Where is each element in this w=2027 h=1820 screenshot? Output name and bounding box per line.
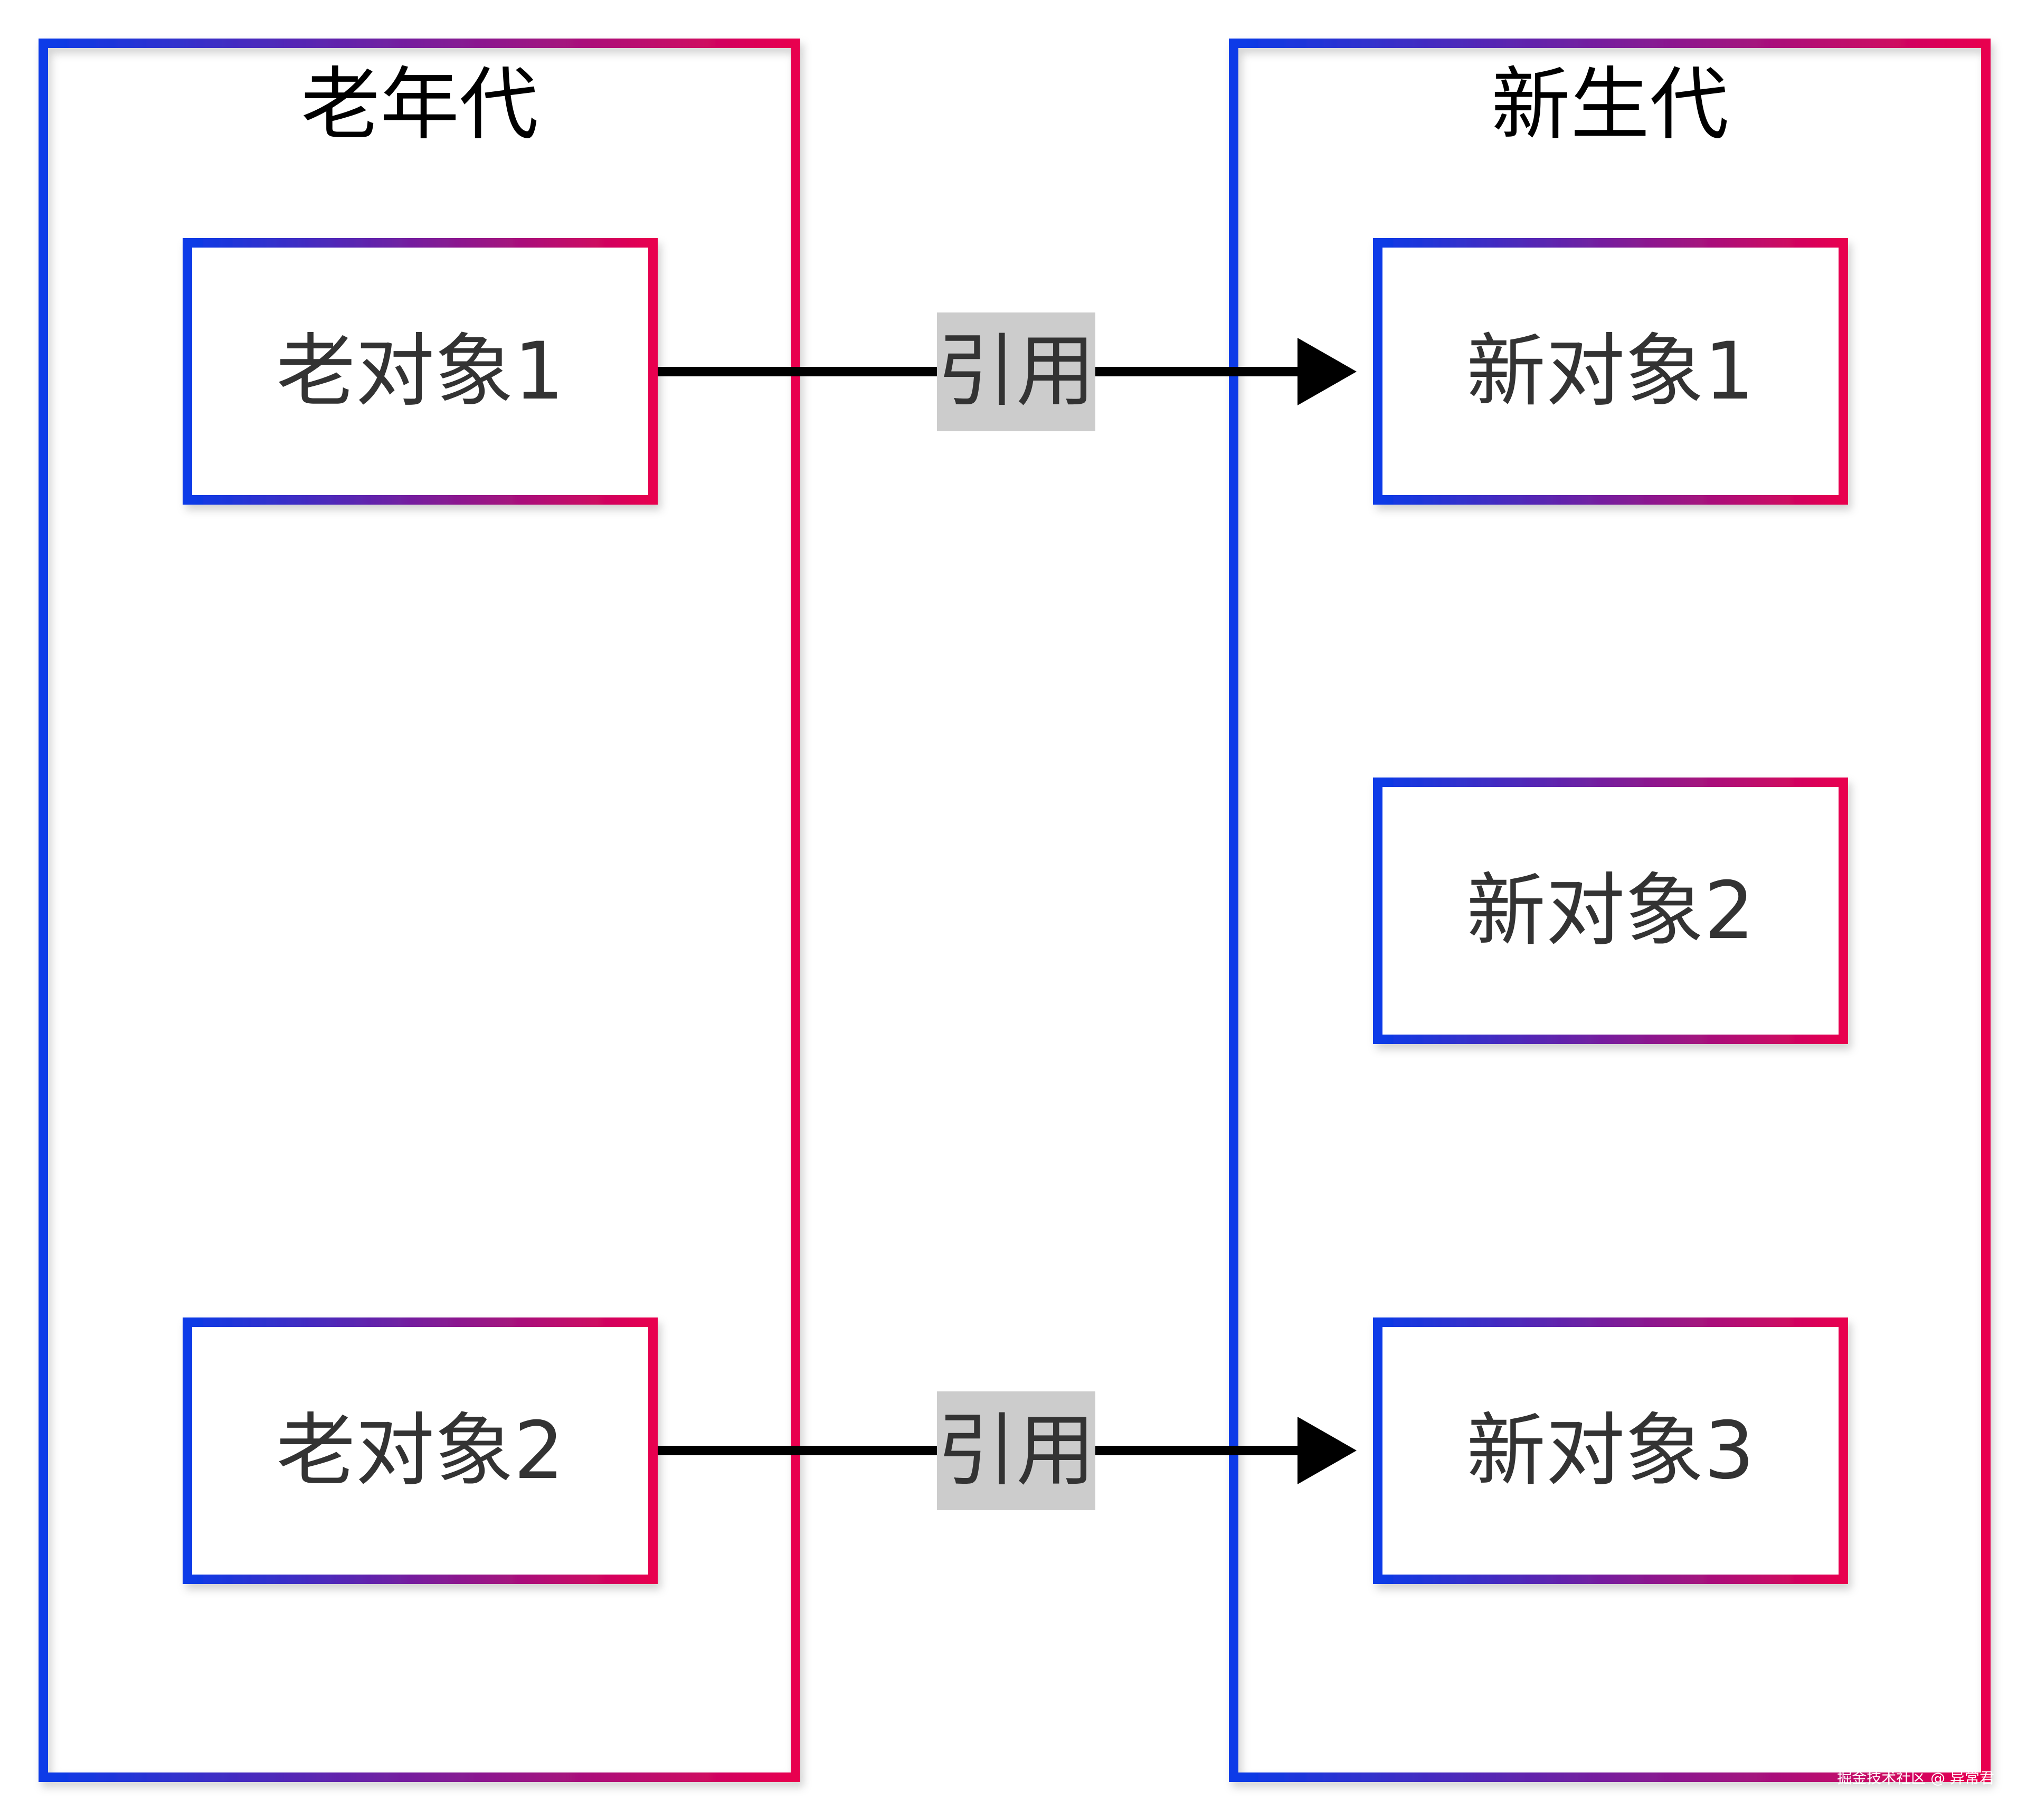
- new-object-2-label: 新对象2: [1466, 865, 1754, 957]
- reference-label-1-bg: [937, 312, 1095, 431]
- new-object-2-box: [1373, 778, 1848, 1044]
- new-object-1-label: 新对象1: [1466, 326, 1754, 418]
- old-object-2-box: [183, 1317, 658, 1584]
- new-object-2: 新对象2: [1373, 778, 1848, 1044]
- reference-arrow-2: 引用: [658, 1391, 1357, 1510]
- new-object-3-box: [1373, 1317, 1848, 1584]
- reference-label-1: 引用: [937, 326, 1095, 418]
- watermark: 掘金技术社区 @ 异常君: [1837, 1769, 1994, 1787]
- arrowhead-icon: [1297, 338, 1357, 405]
- new-object-3-label: 新对象3: [1466, 1405, 1754, 1497]
- old-object-2-label: 老对象2: [276, 1405, 564, 1497]
- old-object-2: 老对象2: [183, 1317, 658, 1584]
- old-generation-border: [39, 39, 800, 1782]
- young-generation-panel: 新生代: [1229, 39, 1991, 1782]
- young-generation-title: 新生代: [1491, 59, 1729, 151]
- new-object-1: 新对象1: [1373, 238, 1848, 505]
- young-generation-border: [1229, 39, 1991, 1782]
- reference-label-2: 引用: [937, 1405, 1095, 1497]
- old-object-1: 老对象1: [183, 238, 658, 505]
- old-generation-title: 老年代: [301, 59, 538, 151]
- reference-arrow-1: 引用: [658, 312, 1357, 431]
- reference-label-2-bg: [937, 1391, 1095, 1510]
- new-object-3: 新对象3: [1373, 1317, 1848, 1584]
- old-object-1-box: [183, 238, 658, 505]
- old-generation-panel: 老年代: [39, 39, 800, 1782]
- arrowhead-icon: [1297, 1417, 1357, 1484]
- new-object-1-box: [1373, 238, 1848, 505]
- old-object-1-label: 老对象1: [276, 326, 564, 418]
